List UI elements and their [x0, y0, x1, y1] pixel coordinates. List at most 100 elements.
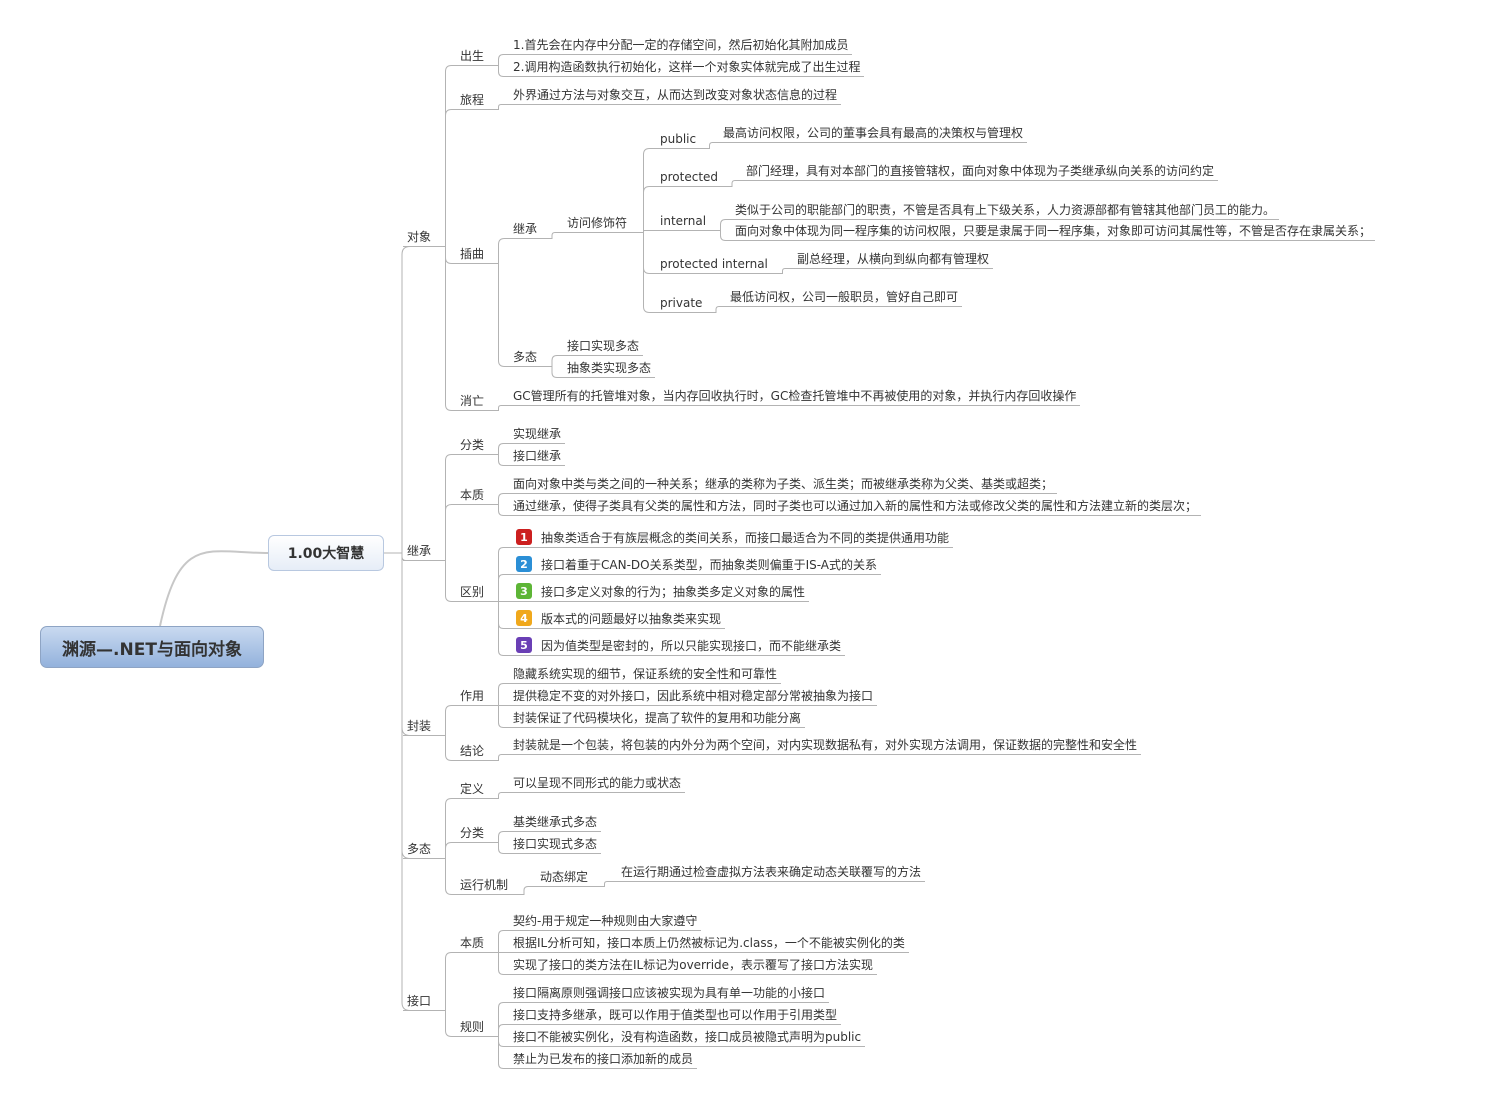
leaf-chusheng-1[interactable]: 1.首先会在内存中分配一定的存储空间，然后初始化其附加成员 [509, 36, 853, 55]
leaf-protected-1[interactable]: 部门经理，具有对本部门的直接管辖权，面向对象中体现为子类继承纵向关系的访问约定 [742, 162, 1219, 181]
connector-main-0 [384, 246, 411, 554]
leaf-guize-1[interactable]: 接口隔离原则强调接口应该被实现为具有单一功能的小接口 [509, 984, 830, 1003]
connector-topic-dongtai-bangding-0 [592, 881, 617, 887]
connector-topic-chusheng-1 [488, 65, 509, 77]
topic-qubie[interactable]: 区别 [456, 583, 489, 602]
connector-topic-duixiang-1 [435, 109, 456, 247]
connector-topic-jicheng-fenlei-1 [488, 454, 509, 466]
topic-fangwen-xiushifu[interactable]: 访问修饰符 [563, 214, 632, 233]
connector-topic-fangwen-xiushifu-1 [631, 186, 656, 233]
priority-1-icon: 1 [516, 529, 532, 545]
topic-duotai[interactable]: 多态 [403, 840, 436, 859]
topic-fengzhuang[interactable]: 封装 [403, 717, 436, 736]
connector-topic-jicheng-fenlei-0 [488, 443, 509, 455]
connector-topic-protected-0 [722, 180, 742, 187]
topic-dingyi[interactable]: 定义 [456, 780, 489, 799]
connector-topic-guize-1 [488, 1024, 509, 1037]
connector-topic-guize-3 [488, 1036, 509, 1069]
leaf-jicheng-benzhi-2[interactable]: 通过继承，使得子类具有父类的属性和方法，同时子类也可以通过加入新的属性和方法或修… [509, 497, 1202, 516]
topic-jiekou[interactable]: 接口 [403, 992, 436, 1011]
leaf-xiaowang-1[interactable]: GC管理所有的托管堆对象，当内存回收执行时，GC检查托管堆中不再被使用的对象，并… [509, 387, 1081, 406]
leaf-duotai-fenlei-1[interactable]: 基类继承式多态 [509, 813, 602, 832]
topic-licheng[interactable]: 旅程 [456, 91, 489, 110]
connector-topic-chaqu-duotai-0 [541, 355, 563, 367]
leaf-jiekou-benzhi-3[interactable]: 实现了接口的类方法在IL标记为override，表示覆写了接口方法实现 [509, 956, 878, 975]
connector-topic-jiekou-1 [435, 1010, 456, 1037]
connector-topic-internal-1 [710, 230, 731, 241]
connector-topic-fangwen-xiushifu-4 [631, 232, 656, 313]
topic-zuoyong[interactable]: 作用 [456, 687, 489, 706]
leaf-chaqu-duotai-1[interactable]: 接口实现多态 [563, 337, 644, 356]
topic-chaqu-duotai[interactable]: 多态 [509, 348, 542, 367]
leaf-dongtai-bangding-1[interactable]: 在运行期通过检查虚拟方法表来确定动态关联覆写的方法 [617, 863, 926, 882]
connector-topic-duotai-0 [435, 798, 456, 859]
topic-duotai-fenlei[interactable]: 分类 [456, 824, 489, 843]
leaf-zuoyong-1[interactable]: 隐藏系统实现的细节，保证系统的安全性和可靠性 [509, 665, 782, 684]
connector-topic-jicheng-benzhi-0 [488, 493, 509, 505]
connector-topic-internal-0 [710, 219, 731, 231]
topic-chusheng[interactable]: 出生 [456, 47, 489, 66]
topic-private[interactable]: private [656, 294, 707, 313]
topic-internal[interactable]: internal [656, 212, 711, 231]
leaf-jicheng-benzhi-1[interactable]: 面向对象中类与类之间的一种关系；继承的类称为子类、派生类；而被继承类称为父类、基… [509, 475, 1058, 494]
topic-protected-internal[interactable]: protected internal [656, 255, 772, 274]
topic-duixiang[interactable]: 对象 [403, 228, 436, 247]
leaf-guize-3[interactable]: 接口不能被实例化，没有构造函数，接口成员被隐式声明为public [509, 1028, 866, 1047]
topic-protected[interactable]: protected [656, 168, 723, 187]
leaf-zuoyong-3[interactable]: 封装保证了代码模块化，提高了软件的复用和功能分离 [509, 709, 806, 728]
connector-topic-fengzhuang-0 [435, 705, 456, 736]
leaf-private-1[interactable]: 最低访问权，公司一般职员，管好自己即可 [726, 288, 963, 307]
leaf-dingyi-1[interactable]: 可以呈现不同形式的能力或状态 [509, 774, 686, 793]
topic-jicheng-benzhi[interactable]: 本质 [456, 486, 489, 505]
topic-jiekou-benzhi[interactable]: 本质 [456, 934, 489, 953]
connector-topic-public-0 [700, 142, 719, 149]
leaf-qubie-5-text: 因为值类型是密封的，所以只能实现接口，而不能继承类 [541, 639, 842, 653]
topic-jielun[interactable]: 结论 [456, 742, 489, 761]
topic-xiaowang[interactable]: 消亡 [456, 392, 489, 411]
leaf-qubie-3-text: 接口多定义对象的行为；抽象类多定义对象的属性 [541, 585, 806, 599]
leaf-zuoyong-2[interactable]: 提供稳定不变的对外接口，因此系统中相对稳定部分常被抽象为接口 [509, 687, 878, 706]
leaf-public-1[interactable]: 最高访问权限，公司的董事会具有最高的决策权与管理权 [719, 124, 1028, 143]
leaf-internal-2[interactable]: 面向对象中体现为同一程序集的访问权限，只要是隶属于同一程序集，对象即可访问其属性… [731, 222, 1376, 241]
leaf-jielun-1[interactable]: 封装就是一个包装，将包装的内外分为两个空间，对内实现数据私有，对外实现方法调用，… [509, 736, 1142, 755]
connector-topic-guize-0 [488, 1002, 509, 1037]
topic-dongtai-bangding[interactable]: 动态绑定 [536, 868, 593, 887]
connector-topic-jiekou-benzhi-0 [488, 930, 509, 953]
leaf-duotai-fenlei-2[interactable]: 接口实现式多态 [509, 835, 602, 854]
leaf-jicheng-fenlei-2[interactable]: 接口继承 [509, 447, 566, 466]
leaf-jiekou-benzhi-1[interactable]: 契约-用于规定一种规则由大家遵守 [509, 912, 702, 931]
topic-jicheng-fenlei[interactable]: 分类 [456, 436, 489, 455]
topic-yunxing-jizhi[interactable]: 运行机制 [456, 876, 513, 895]
topic-guize[interactable]: 规则 [456, 1018, 489, 1037]
priority-3-icon: 3 [516, 583, 532, 599]
leaf-internal-1[interactable]: 类似于公司的职能部门的职责，不管是否具有上下级关系，人力资源部都有管辖其他部门员… [731, 201, 1280, 220]
leaf-guize-2[interactable]: 接口支持多继承，既可以作用于值类型也可以作用于引用类型 [509, 1006, 842, 1025]
leaf-jicheng-fenlei-1[interactable]: 实现继承 [509, 425, 566, 444]
leaf-licheng-1[interactable]: 外界通过方法与对象交互，从而达到改变对象状态信息的过程 [509, 86, 842, 105]
topic-chaqu[interactable]: 插曲 [456, 245, 489, 264]
leaf-jiekou-benzhi-2[interactable]: 根据IL分析可知，接口本质上仍然被标记为.class，一个不能被实例化的类 [509, 934, 909, 953]
connector-topic-yunxing-jizhi-0 [512, 886, 536, 895]
connector-main-3 [384, 552, 411, 859]
leaf-chaqu-duotai-2[interactable]: 抽象类实现多态 [563, 359, 656, 378]
root-topic[interactable]: 渊源—.NET与面向对象 [40, 626, 264, 668]
leaf-qubie-1-text: 抽象类适合于有族层概念的类间关系，而接口最适合为不同的类提供通用功能 [541, 531, 950, 545]
leaf-qubie-3[interactable]: 3 接口多定义对象的行为；抽象类多定义对象的属性 [509, 583, 810, 602]
connector-topic-jiekou-benzhi-2 [488, 952, 509, 975]
topic-public[interactable]: public [656, 130, 701, 149]
topic-jicheng[interactable]: 继承 [403, 542, 436, 561]
leaf-protected-internal-1[interactable]: 副总经理，从横向到纵向都有管理权 [793, 250, 994, 269]
leaf-chusheng-2[interactable]: 2.调用构造函数执行初始化，这样一个对象实体就完成了出生过程 [509, 58, 865, 77]
connector-topic-duotai-1 [435, 842, 456, 859]
topic-chaqu-jicheng[interactable]: 继承 [509, 220, 542, 239]
connector-topic-duixiang-3 [435, 246, 456, 411]
leaf-guize-4[interactable]: 禁止为已发布的接口添加新的成员 [509, 1050, 698, 1069]
leaf-qubie-1[interactable]: 1 抽象类适合于有族层概念的类间关系，而接口最适合为不同的类提供通用功能 [509, 529, 954, 548]
connector-topic-jicheng-0 [435, 454, 456, 561]
main-topic[interactable]: 1.00大智慧 [268, 535, 384, 571]
connector-topic-duixiang-0 [435, 65, 456, 247]
